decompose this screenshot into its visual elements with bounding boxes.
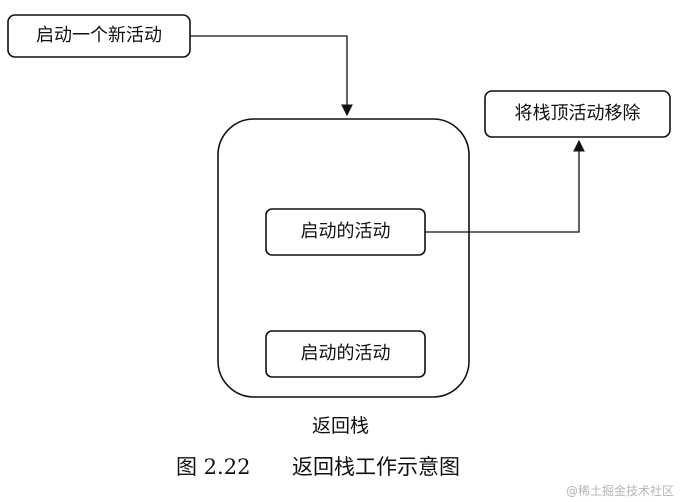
- back-stack-container: [217, 118, 470, 398]
- watermark: @稀土掘金技术社区: [566, 484, 675, 498]
- figure-title: 返回栈工作示意图: [292, 455, 460, 479]
- push-arrow: [190, 35, 353, 117]
- stack-top-activity-label: 启动的活动: [300, 221, 391, 242]
- back-stack-label: 返回栈: [312, 415, 370, 437]
- stack-bottom-activity-box: [265, 330, 426, 378]
- start-activity-label: 启动一个新活动: [36, 25, 162, 46]
- stack-bottom-activity-label: 启动的活动: [300, 343, 391, 364]
- remove-top-box: [484, 90, 671, 138]
- figure-number: 图 2.22: [176, 455, 251, 479]
- remove-top-label: 将栈顶活动移除: [514, 103, 641, 124]
- pop-arrow: [425, 139, 585, 233]
